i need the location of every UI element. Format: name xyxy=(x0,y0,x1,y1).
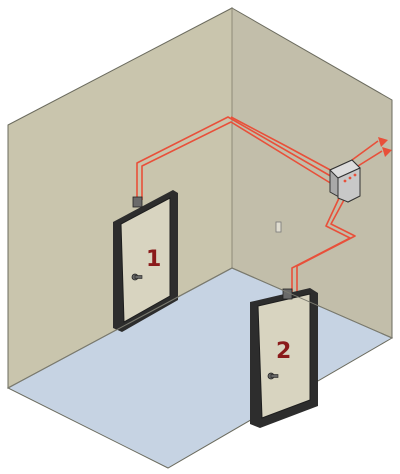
wall-plate-icon xyxy=(276,222,281,232)
door-1-reader-icon xyxy=(133,197,142,207)
door-1-label: 1 xyxy=(146,247,161,272)
door-2: 2 xyxy=(250,288,318,428)
door-2-label: 2 xyxy=(276,339,291,364)
